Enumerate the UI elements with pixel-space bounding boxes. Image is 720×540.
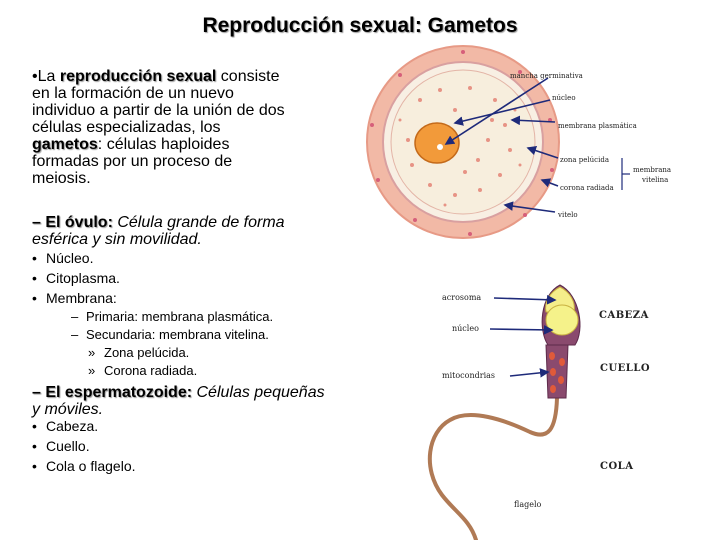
label-membrana-vitelina-2: vitelina	[641, 176, 668, 184]
mitochondria	[549, 352, 565, 393]
ovulo-item-membrana: Membrana:	[32, 290, 117, 306]
egg-cell	[366, 45, 560, 239]
flagellum	[427, 396, 559, 540]
zona-pelucida-item: Zona pelúcida.	[88, 345, 189, 360]
label-zona-pelucida: zona pelúcida	[560, 156, 609, 164]
ovulo-item-nucleo: Núcleo.	[32, 250, 94, 266]
ovulo-desc: Célula grande de forma esférica y sin mo…	[32, 214, 285, 248]
membrana-secundaria: Secundaria: membrana vitelina.	[71, 327, 269, 342]
label-membrana-vitelina-1: membrana	[633, 166, 671, 174]
yolk-granules	[398, 86, 522, 207]
label-acrosoma: acrosoma	[442, 293, 481, 302]
ovulo-dash: –	[32, 214, 46, 231]
label-flagelo: flagelo	[514, 500, 542, 509]
label-membrana-plasmatica: membrana plasmática	[558, 122, 637, 130]
esperma-heading: – El espermatozoide: Células pequeñas y …	[32, 384, 332, 418]
intro-prefix: La	[37, 68, 60, 85]
intro-middle: consiste en la formación de un nuevo ind…	[32, 68, 285, 136]
intro-suffix: : células haploides formadas por un proc…	[32, 136, 233, 187]
sperm-midpiece	[545, 344, 569, 399]
egg-nucleus	[414, 122, 460, 164]
esperma-dash: –	[32, 384, 46, 401]
label-vitelo: vitelo	[557, 211, 578, 219]
esperma-term: El espermatozoide:	[45, 384, 193, 401]
ovulo-item-citoplasma: Citoplasma.	[32, 270, 120, 286]
membrana-primaria: Primaria: membrana plasmática.	[71, 309, 273, 324]
ovulo-heading: – El óvulo: Célula grande de forma esfér…	[32, 214, 332, 248]
esperma-item-cabeza: Cabeza.	[32, 418, 98, 434]
corona-radiada-item: Corona radiada.	[88, 363, 197, 378]
esperma-desc: Células pequeñas y móviles.	[32, 384, 325, 418]
esperma-item-cuello: Cuello.	[32, 438, 89, 454]
caption-cola: COLA	[600, 461, 633, 472]
label-egg-nucleo: núcleo	[552, 94, 576, 102]
label-corona-radiada: corona radiada	[560, 184, 614, 192]
sperm-nucleus	[545, 304, 579, 336]
corona-cells	[370, 50, 554, 236]
caption-cuello: CUELLO	[600, 363, 650, 374]
sperm-arrows	[489, 294, 557, 378]
label-sperm-nucleo: núcleo	[452, 324, 479, 333]
term-reproduccion-sexual: reproducción sexual	[59, 68, 217, 85]
mancha-germinativa-dot	[437, 144, 443, 150]
esperma-item-cola: Cola o flagelo.	[32, 458, 135, 474]
ovulo-term: El óvulo:	[45, 214, 113, 231]
page-title: Reproducción sexual: Gametos	[202, 14, 518, 37]
label-mancha-germinativa: mancha germinativa	[510, 72, 583, 80]
sperm-cell	[427, 284, 581, 540]
caption-cabeza: CABEZA	[599, 310, 649, 321]
cytoplasm	[390, 69, 536, 215]
label-mitocondrias: mitocondrias	[442, 371, 495, 380]
egg-arrows	[444, 77, 559, 213]
intro-bullet: •	[32, 68, 38, 85]
term-gametos: gametos	[32, 136, 98, 153]
intro-paragraph: •La reproducción sexual consiste en la f…	[32, 68, 294, 187]
